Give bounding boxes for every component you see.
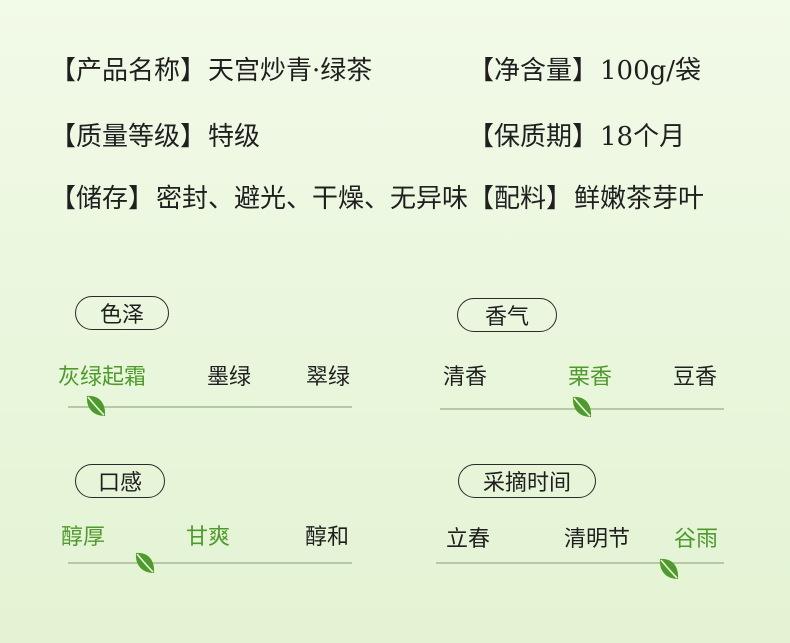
attribute-option: 翠绿 xyxy=(306,365,351,390)
tea-leaf-icon xyxy=(87,395,106,416)
grade-value: 特级 xyxy=(208,122,261,152)
storage-value: 密封、避光、干燥、无异味 xyxy=(156,184,469,214)
attribute-label-pill: 色泽 xyxy=(75,296,169,330)
info-row-ingredient: 【配料】鲜嫩茶芽叶 xyxy=(468,186,704,212)
net-content-value: 100g/袋 xyxy=(600,56,702,86)
info-row-storage: 【储存】密封、避光、干燥、无异味 xyxy=(50,186,468,212)
attribute-option: 甘爽 xyxy=(186,525,231,550)
attribute-label-pill: 香气 xyxy=(457,298,557,332)
info-row-name: 【产品名称】天宫炒青·绿茶 xyxy=(50,58,372,84)
attribute-option: 豆香 xyxy=(673,365,718,390)
attribute-label: 香气 xyxy=(484,305,529,330)
tea-leaf-icon xyxy=(135,552,154,573)
attribute-option: 谷雨 xyxy=(674,527,719,552)
attribute-option: 墨绿 xyxy=(207,365,252,390)
attribute-track xyxy=(68,562,352,564)
net-content-label: 【净含量】 xyxy=(468,56,599,86)
attribute-label: 口感 xyxy=(97,471,142,496)
attribute-option: 醇和 xyxy=(305,525,350,550)
attribute-option: 立春 xyxy=(446,527,491,552)
shelf-life-value: 18个月 xyxy=(600,122,686,152)
attribute-label-pill: 口感 xyxy=(75,464,165,498)
tea-leaf-icon xyxy=(660,558,679,579)
shelf-life-label: 【保质期】 xyxy=(468,122,599,152)
tea-leaf-icon xyxy=(572,396,592,417)
attribute-option: 灰绿起霜 xyxy=(58,365,147,390)
attribute-label-pill: 采摘时间 xyxy=(458,464,596,498)
attribute-track xyxy=(68,406,352,408)
info-row-net: 【净含量】100g/袋 xyxy=(468,58,701,84)
attribute-track xyxy=(436,562,724,564)
ingredient-label: 【配料】 xyxy=(468,184,573,214)
grade-label: 【质量等级】 xyxy=(50,122,207,152)
attribute-label: 色泽 xyxy=(99,303,144,328)
product-name-value: 天宫炒青·绿茶 xyxy=(208,56,373,86)
attribute-option: 清香 xyxy=(443,365,488,390)
attribute-option: 栗香 xyxy=(568,365,613,390)
storage-label: 【储存】 xyxy=(50,184,155,214)
info-row-grade: 【质量等级】特级 xyxy=(50,124,260,150)
info-row-shelf: 【保质期】18个月 xyxy=(468,124,685,150)
ingredient-value: 鲜嫩茶芽叶 xyxy=(574,184,705,214)
attribute-option: 清明节 xyxy=(564,527,631,552)
attribute-option: 醇厚 xyxy=(61,525,106,550)
product-name-label: 【产品名称】 xyxy=(50,56,207,86)
attribute-label: 采摘时间 xyxy=(482,471,571,496)
